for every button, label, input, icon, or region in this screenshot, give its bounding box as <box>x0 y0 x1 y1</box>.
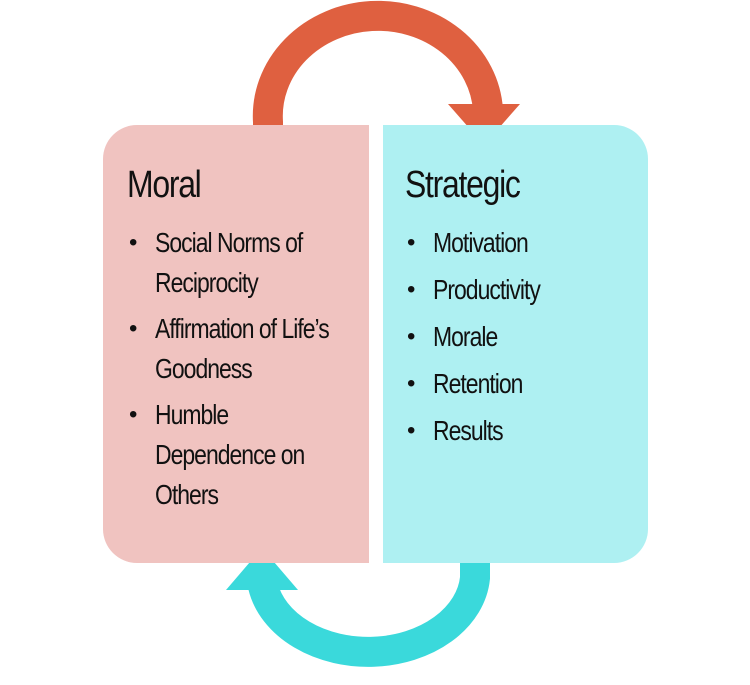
list-item: •Motivation <box>405 223 628 263</box>
bullet-icon: • <box>407 370 415 397</box>
moral-panel: Moral •Social Norms of Reciprocity •Affi… <box>103 125 369 563</box>
top-curved-arrow-icon <box>252 0 520 145</box>
list-item: •Social Norms of Reciprocity <box>127 223 349 303</box>
bottom-curved-arrow-icon <box>226 548 490 667</box>
list-item: •Affirmation of Life’s Goodness <box>127 309 349 389</box>
moral-list: •Social Norms of Reciprocity •Affirmatio… <box>127 223 349 515</box>
list-item: •Results <box>405 411 628 451</box>
bullet-icon: • <box>407 417 415 444</box>
strategic-panel: Strategic •Motivation •Productivity •Mor… <box>383 125 648 563</box>
bullet-icon: • <box>407 323 415 350</box>
moral-title: Moral <box>127 164 202 206</box>
strategic-title: Strategic <box>405 164 521 206</box>
list-item: •Morale <box>405 317 628 357</box>
bullet-icon: • <box>129 229 137 256</box>
strategic-list: •Motivation •Productivity •Morale •Reten… <box>405 223 628 451</box>
bullet-icon: • <box>129 315 137 342</box>
bullet-icon: • <box>129 401 137 428</box>
list-item: •Retention <box>405 364 628 404</box>
list-item: •Humble Dependence on Others <box>127 395 349 515</box>
list-item: •Productivity <box>405 270 628 310</box>
bullet-icon: • <box>407 276 415 303</box>
bullet-icon: • <box>407 229 415 256</box>
